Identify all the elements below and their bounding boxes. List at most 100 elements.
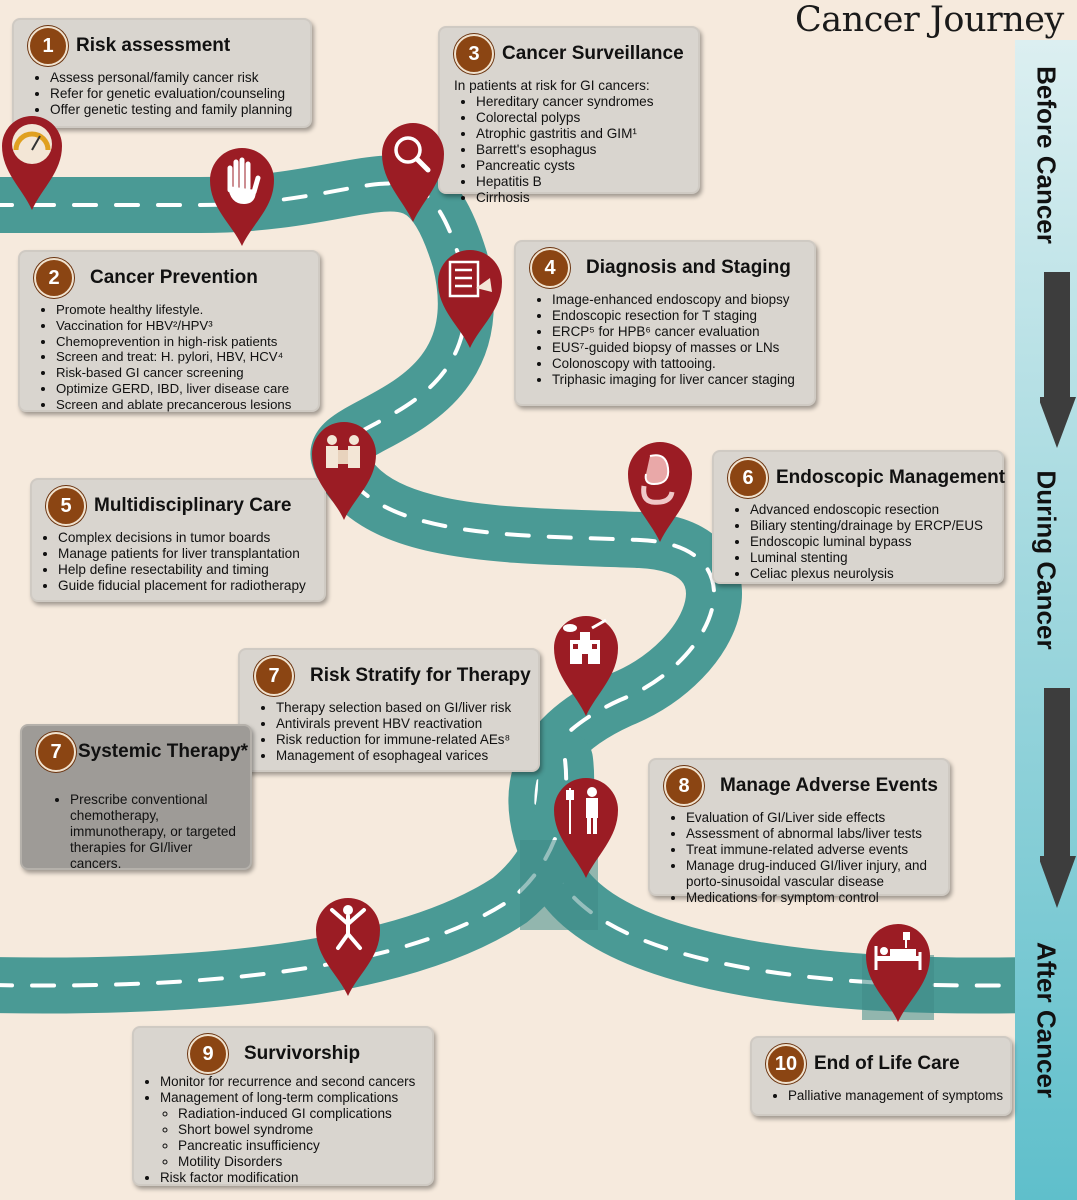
list-item: Risk-based GI cancer screening — [56, 365, 308, 381]
list-item: Evaluation of GI/Liver side effects — [686, 810, 938, 826]
list-item: Treat immune-related adverse events — [686, 842, 938, 858]
list-item: Promote healthy lifestyle. — [56, 302, 308, 318]
step-number-badge: 10 — [766, 1044, 806, 1084]
list-item: Assessment of abnormal labs/liver tests — [686, 826, 938, 842]
step-number-badge: 2 — [34, 258, 74, 298]
step-number-badge: 4 — [530, 248, 570, 288]
card-list: Assess personal/family cancer risk Refer… — [28, 70, 300, 118]
list-item: Complex decisions in tumor boards — [58, 530, 314, 546]
list-item: Hepatitis B — [476, 174, 688, 190]
phase-after-label: After Cancer — [1031, 941, 1062, 1099]
list-item: Prescribe conventional chemotherapy, imm… — [70, 792, 240, 872]
card-risk-assessment: 1 Risk assessment Assess personal/family… — [12, 18, 312, 128]
card-title: Cancer Prevention — [90, 267, 258, 288]
list-item: Refer for genetic evaluation/counseling — [50, 86, 300, 102]
list-item: Vaccination for HBV²/HPV³ — [56, 318, 308, 334]
card-title: Cancer Surveillance — [502, 43, 684, 64]
card-end-of-life-care: 10 End of Life Care Palliative managemen… — [750, 1036, 1012, 1116]
list-item: Risk reduction for immune-related AEs⁸ — [276, 732, 528, 748]
card-cancer-prevention: 2 Cancer Prevention Promote healthy life… — [18, 250, 320, 412]
list-item: Endoscopic luminal bypass — [750, 534, 992, 550]
list-item: Screen and treat: H. pylori, HBV, HCV⁴ — [56, 349, 308, 365]
step-number-badge: 3 — [454, 34, 494, 74]
list-item: Hereditary cancer syndromes — [476, 94, 688, 110]
gauge-icon-pin — [2, 116, 62, 210]
list-item: Barrett's esophagus — [476, 142, 688, 158]
list-item: Screen and ablate precancerous lesions — [56, 397, 308, 413]
list-item: Image-enhanced endoscopy and biopsy — [552, 292, 804, 308]
phase-before-label: Before Cancer — [1031, 66, 1062, 244]
list-item: Antivirals prevent HBV reactivation — [276, 716, 528, 732]
card-title: Risk Stratify for Therapy — [310, 665, 531, 686]
card-list: Monitor for recurrence and second cancer… — [148, 1074, 422, 1186]
step-number-badge: 1 — [28, 26, 68, 66]
list-item: Triphasic imaging for liver cancer stagi… — [552, 372, 804, 388]
list-item: Chemoprevention in high-risk patients — [56, 334, 308, 350]
list-item: Endoscopic resection for T staging — [552, 308, 804, 324]
step-number-badge: 6 — [728, 458, 768, 498]
list-item: Optimize GERD, IBD, liver disease care — [56, 381, 308, 397]
magnifier-icon-pin — [382, 123, 444, 222]
hospital-bed-icon-pin — [866, 924, 930, 1022]
card-risk-stratify-therapy: 7 Risk Stratify for Therapy Therapy sele… — [238, 648, 540, 772]
card-list: Advanced endoscopic resection Biliary st… — [728, 502, 992, 582]
list-item: Help define resectability and timing — [58, 562, 314, 578]
list-item: Luminal stenting — [750, 550, 992, 566]
list-item: Assess personal/family cancer risk — [50, 70, 300, 86]
list-item: Medications for symptom control — [686, 890, 938, 906]
card-multidisciplinary-care: 5 Multidisciplinary Care Complex decisio… — [30, 478, 326, 602]
list-item: Guide fiducial placement for radiotherap… — [58, 578, 314, 594]
list-item: Palliative management of symptoms — [788, 1088, 1003, 1104]
list-item: Offer genetic testing and family plannin… — [50, 102, 300, 118]
sub-list-item: Motility Disorders — [178, 1154, 422, 1170]
card-title: Survivorship — [244, 1043, 361, 1064]
down-arrow-icon — [1040, 688, 1076, 908]
step-number-badge: 5 — [46, 486, 86, 526]
card-sublist: Radiation-induced GI complications Short… — [160, 1106, 422, 1170]
step-number-badge: 7 — [36, 732, 76, 772]
people-icon-pin — [312, 422, 376, 520]
card-endoscopic-management: 6 Endoscopic Management Advanced endosco… — [712, 450, 1006, 584]
list-item: Manage drug-induced GI/liver injury, and… — [686, 858, 938, 890]
sub-list-item: Short bowel syndrome — [178, 1122, 422, 1138]
sub-list-item: Radiation-induced GI complications — [178, 1106, 422, 1122]
list-item: Colonoscopy with tattooing. — [552, 356, 804, 372]
hospital-icon-pin — [554, 616, 618, 716]
card-title: Endoscopic Management — [776, 467, 1006, 488]
card-list: Palliative management of symptoms — [766, 1088, 1003, 1104]
step-number-badge: 8 — [664, 766, 704, 806]
hand-stop-icon-pin — [210, 148, 274, 246]
clipboard-icon-pin — [438, 250, 502, 348]
card-intro-text: In patients at risk for GI cancers: — [454, 78, 650, 93]
phase-strip — [1015, 40, 1077, 1200]
card-list: Prescribe conventional chemotherapy, imm… — [36, 776, 240, 888]
phase-during-label: During Cancer — [1031, 470, 1062, 650]
list-item: Therapy selection based on GI/liver risk — [276, 700, 528, 716]
list-item: Biliary stenting/drainage by ERCP/EUS — [750, 518, 992, 534]
list-item: EUS⁷-guided biopsy of masses or LNs — [552, 340, 804, 356]
card-list: Complex decisions in tumor boards Manage… — [46, 530, 314, 594]
step-number-badge: 7 — [254, 656, 294, 696]
list-item: Monitor for recurrence and second cancer… — [160, 1074, 422, 1090]
card-title: Manage Adverse Events — [720, 775, 938, 796]
list-item: Celiac plexus neurolysis — [750, 566, 992, 582]
card-list: Evaluation of GI/Liver side effects Asse… — [664, 810, 938, 906]
list-item: Atrophic gastritis and GIM¹ — [476, 126, 688, 142]
card-systemic-therapy: 7 Systemic Therapy* Prescribe convention… — [20, 724, 252, 871]
page-title: Cancer Journey — [795, 0, 1064, 40]
down-arrow-icon — [1040, 272, 1076, 448]
card-list: Promote healthy lifestyle. Vaccination f… — [34, 302, 308, 413]
card-manage-adverse-events: 8 Manage Adverse Events Evaluation of GI… — [648, 758, 950, 905]
celebrate-person-icon-pin — [316, 898, 380, 996]
card-title: Multidisciplinary Care — [94, 495, 292, 516]
list-item: Management of esophageal varices — [276, 748, 528, 764]
stomach-icon-pin — [628, 442, 692, 542]
card-title: Systemic Therapy* — [78, 741, 249, 762]
sub-list-item: Pancreatic insufficiency — [178, 1138, 422, 1154]
card-list: Image-enhanced endoscopy and biopsy Endo… — [530, 292, 804, 388]
card-title: End of Life Care — [814, 1053, 960, 1074]
list-item: ERCP⁵ for HPB⁶ cancer evaluation — [552, 324, 804, 340]
list-item: Risk factor modification — [160, 1170, 422, 1186]
card-list: Therapy selection based on GI/liver risk… — [254, 700, 528, 764]
step-number-badge: 9 — [188, 1034, 228, 1074]
